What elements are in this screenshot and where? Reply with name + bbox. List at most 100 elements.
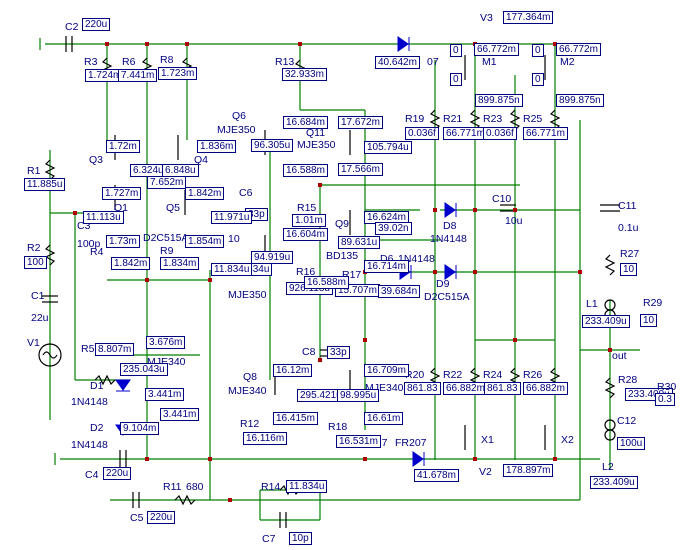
label-r1: R1	[27, 165, 41, 177]
reading: 1.727m	[102, 187, 142, 200]
value-r29: 10	[640, 314, 658, 327]
value-r14: 11.834u	[286, 480, 328, 493]
value-r30: 0.3	[655, 393, 675, 406]
reading: 899.875n	[556, 94, 604, 107]
label-r27: R27	[620, 248, 640, 260]
reading: 32.933m	[282, 68, 327, 81]
reading: 66.772m	[474, 43, 519, 56]
label-c8: C8	[302, 346, 316, 358]
model-q2: D2C515A	[143, 232, 189, 244]
reading: 17.566m	[338, 163, 383, 176]
reading: 66.771m	[523, 127, 568, 140]
value-c3: 100p	[77, 238, 101, 250]
reading: 11.834u	[211, 263, 253, 276]
reading: 66.772m	[556, 43, 601, 56]
reading: 16.604m	[283, 228, 328, 241]
value-c12: 100u	[617, 437, 646, 450]
value-c5: 220u	[147, 511, 176, 524]
label-q6: Q6	[232, 110, 247, 122]
reading: 16.531m	[336, 435, 381, 448]
reading: 1.836m	[197, 140, 237, 153]
reading: 0	[450, 73, 462, 86]
label-v1: V1	[27, 337, 40, 349]
reading: 16.714m	[364, 260, 409, 273]
reading: 3.676m	[146, 336, 186, 349]
label-r30: R30	[657, 381, 677, 393]
model-q8: MJE340	[228, 385, 267, 397]
label-r3: R3	[84, 56, 98, 68]
reading: 6.848u	[162, 164, 199, 177]
reading: 11.971u	[211, 211, 253, 224]
label-c4: C4	[85, 469, 99, 481]
reading: 11.113u	[83, 211, 124, 224]
junction-dots	[73, 42, 612, 502]
label-l2: L2	[602, 461, 614, 473]
label-r23: R23	[483, 113, 503, 125]
label-r6: R6	[122, 56, 136, 68]
value-c10: 10u	[505, 215, 523, 227]
value-r1: 11.885u	[24, 178, 66, 191]
reading: 98.995u	[337, 389, 380, 402]
model-q6: MJE350	[217, 124, 256, 136]
reading: 1.72m	[106, 140, 140, 153]
reading: 3.441m	[145, 388, 185, 401]
reading: 1.723m	[158, 67, 198, 80]
reading: 39.684n	[378, 285, 421, 298]
value-c8: 33p	[327, 346, 350, 359]
label-l1: L1	[586, 298, 598, 310]
reading: 66.771m	[443, 127, 488, 140]
value-v3: 177.364m	[503, 11, 554, 24]
reading: 94.919u	[251, 251, 294, 264]
value-r11: 680	[186, 481, 204, 493]
label-x2: X2	[561, 434, 574, 446]
reading: 16.415m	[273, 412, 318, 425]
model-d1: 1N4148	[71, 396, 108, 408]
label-c2: C2	[65, 21, 79, 33]
label-c7: C7	[262, 533, 276, 545]
label-m2: M2	[560, 56, 575, 68]
reading: 16.116m	[243, 432, 288, 445]
reading: 1.01m	[292, 214, 326, 227]
label-r21: R21	[443, 113, 463, 125]
label-r20: R20	[405, 369, 425, 381]
reading: 0.036f	[483, 127, 517, 140]
reading: 41.678m	[414, 469, 459, 482]
label-q11: Q11	[306, 127, 326, 139]
label-c6: C6	[239, 187, 253, 199]
label-x1: X1	[481, 434, 494, 446]
reading: 39.02n	[375, 222, 412, 235]
label-r28: R28	[618, 374, 638, 386]
value-v2: 178.897m	[503, 464, 554, 477]
reading: 1.842m	[111, 257, 151, 270]
value-r2: 100	[24, 256, 47, 269]
label-c5: C5	[130, 512, 144, 524]
reading: 861.83	[404, 382, 441, 395]
model-q7: MJE350	[228, 289, 267, 301]
reading: 861.83	[484, 382, 521, 395]
label-r12: R12	[240, 418, 260, 430]
reading: 89.631u	[338, 236, 381, 249]
reading: 235.043u	[120, 363, 168, 376]
label-c11: C11	[618, 200, 637, 212]
label-r25: R25	[523, 113, 543, 125]
reading: 66.882m	[443, 382, 488, 395]
label-r29: R29	[643, 297, 663, 309]
label-r9: R9	[160, 245, 174, 257]
label-r24: R24	[483, 369, 503, 381]
reading: 16.709m	[364, 364, 409, 377]
label-q5: Q5	[166, 202, 181, 214]
reading: 40.642m	[375, 56, 420, 69]
reading: 899.875n	[475, 94, 523, 107]
reading: 8.807m	[95, 343, 135, 356]
value-c1: 22u	[31, 312, 49, 324]
label-r26: R26	[523, 369, 543, 381]
label-r11: R11	[163, 481, 182, 493]
label-r14: R14	[261, 481, 281, 493]
reading: 66.882m	[523, 382, 568, 395]
label-r2: R2	[27, 242, 41, 254]
reading: 1.854m	[185, 235, 225, 248]
model-q9: BD135	[326, 250, 359, 262]
label-r4: R4	[90, 246, 104, 258]
value-l1: 233.409u	[582, 315, 630, 328]
label-r15: R15	[297, 202, 317, 214]
